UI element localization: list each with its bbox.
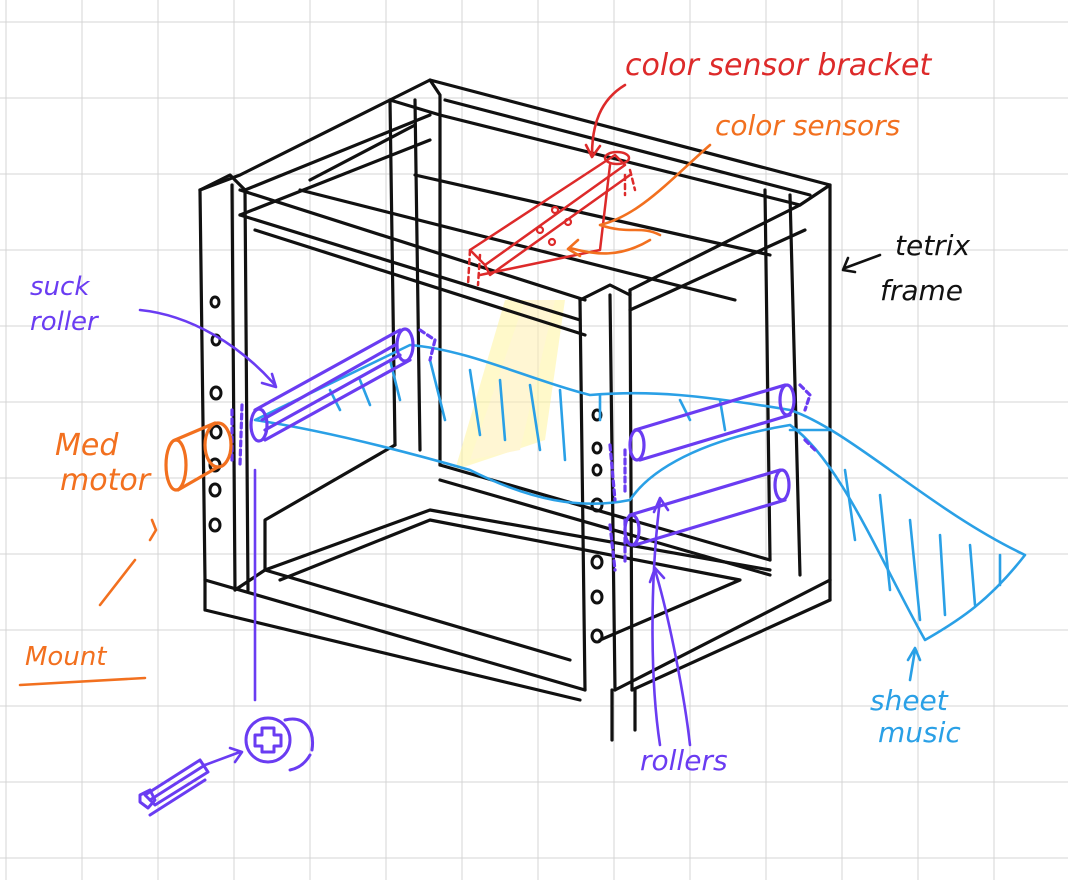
label-color-sensors: color sensors xyxy=(715,109,900,142)
sheet-music xyxy=(255,345,1025,640)
label-frame: frame xyxy=(880,274,963,307)
label-mount: Mount xyxy=(25,642,107,672)
arrow-suck-roller xyxy=(140,310,276,387)
label-roller: roller xyxy=(30,307,100,337)
label-sheet: sheet xyxy=(870,684,949,717)
arrow-axle xyxy=(205,748,242,765)
label-med: Med xyxy=(55,428,119,463)
plus-hub-icon xyxy=(246,718,313,770)
label-color-sensor-bracket: color sensor bracket xyxy=(625,48,932,83)
axle-icon xyxy=(140,760,208,815)
frame-base xyxy=(205,580,585,700)
frame-front-left-post xyxy=(200,185,248,590)
label-music: music xyxy=(878,716,961,749)
label-rollers: rollers xyxy=(640,744,728,777)
label-motor: motor xyxy=(60,463,152,498)
arrow-color-sensors xyxy=(568,145,710,256)
frame-rear-left-post xyxy=(390,80,440,465)
label-tetrix: tetrix xyxy=(895,229,970,262)
arrow-mount xyxy=(100,520,156,605)
arrow-tetrix xyxy=(843,255,880,272)
label-suck: suck xyxy=(30,272,90,302)
